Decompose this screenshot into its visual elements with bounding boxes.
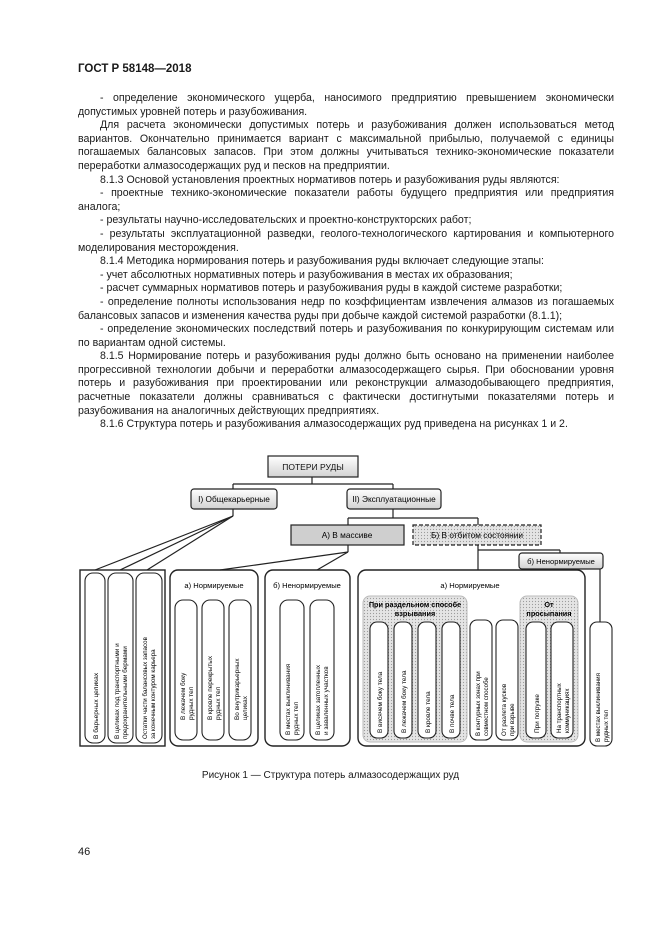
group-massif-norm-title: а) Нормируемые bbox=[184, 581, 243, 590]
subgroup-blast-title-2: взрывания bbox=[395, 609, 435, 618]
leaf-text-1: В кровле перекрытых bbox=[207, 655, 214, 720]
leaf-transport: На транспортных коммуникациях bbox=[550, 621, 574, 739]
paragraph: 8.1.5 Нормирование потерь и разубоживани… bbox=[78, 350, 614, 417]
leaf-flooded-pillars: В целиках затопленных и заваленных участ… bbox=[309, 599, 335, 741]
paragraph: - проектные технико-экономические показа… bbox=[78, 187, 614, 213]
node-broken-nonnorm-label: б) Ненормируемые bbox=[527, 557, 595, 566]
leaf-body-floor: В почве тела bbox=[441, 621, 461, 739]
leaf-text-2: рудных тел bbox=[293, 702, 300, 735]
leaf-barrier-pillars: В барьерных целиках bbox=[84, 572, 106, 744]
group-broken-norm: а) Нормируемые bbox=[357, 569, 586, 747]
leaf-text-1: Остатки части балансовых запасов bbox=[142, 636, 149, 739]
leaf-text: В висячем боку тела bbox=[376, 671, 384, 733]
leaf-text-2: при взрыве bbox=[509, 703, 516, 736]
leaves: В барьерных целиках В целиках под трансп… bbox=[84, 572, 613, 747]
leaf-foot-wall: В лежачем боку тела bbox=[393, 621, 413, 739]
leaf-reserves-remainder: Остатки части балансовых запасов за коне… bbox=[135, 572, 163, 744]
leaf-pinching-out: В местах выклинивания рудных тел bbox=[279, 599, 305, 741]
subgroup-blast-title-1: При раздельном способе bbox=[369, 600, 461, 609]
node-general: I) Общекарьерные bbox=[190, 488, 278, 510]
leaf-roof-overlapped: В кровле перекрытых рудных тел bbox=[201, 599, 225, 741]
paragraph: Для расчета экономически допустимых поте… bbox=[78, 119, 614, 172]
leaf-text-1: Во внутрикарьерных bbox=[234, 658, 241, 720]
leaf-footwall: В лежачем боку рудных тел bbox=[174, 599, 198, 741]
paragraph: 8.1.3 Основой установления проектных нор… bbox=[100, 173, 560, 186]
connector-lines bbox=[94, 477, 601, 625]
leaf-text-1: От разлета кусков bbox=[501, 683, 508, 736]
figure-caption: Рисунок 1 — Структура потерь алмазосодер… bbox=[201, 770, 460, 781]
root-label: ПОТЕРИ РУДЫ bbox=[282, 462, 344, 472]
paragraph: - результаты эксплуатационной разведки, … bbox=[78, 227, 614, 254]
leaf-text-1: В местах выклинивания bbox=[595, 673, 602, 742]
leaf-inner-pillars: Во внутрикарьерных целиках bbox=[228, 599, 252, 741]
leaf-text: При погрузке bbox=[534, 694, 541, 733]
leaf-berm-pillars: В целиках под транспортными и предохрани… bbox=[107, 572, 134, 744]
node-massif-label: А) В массиве bbox=[322, 530, 373, 540]
leaf-text-2: совместном способе bbox=[483, 677, 490, 736]
leaf-loading: При погрузке bbox=[525, 621, 547, 739]
group-massif-nonnorm: б) Ненормируемые bbox=[264, 569, 351, 747]
group-massif-norm: а) Нормируемые bbox=[169, 569, 259, 747]
group-general bbox=[79, 569, 166, 747]
subgroup-spill-title-2: просыпания bbox=[526, 609, 571, 618]
leaf-text-1: В целиках затопленных bbox=[315, 664, 322, 735]
subgroup-separate-blasting: При раздельном способе взрывания bbox=[362, 595, 468, 743]
paragraph: - определение экономического ущерба, нан… bbox=[78, 92, 614, 118]
leaf-text-2: предохранительными бермами bbox=[121, 646, 129, 739]
leaf-fly-rock: От разлета кусков при взрыве bbox=[495, 619, 519, 741]
leaf-text-2: рудных тел bbox=[188, 687, 195, 720]
leaf-text: В лежачем боку тела bbox=[400, 670, 408, 733]
paragraph: - учет абсолютных нормативных потерь и р… bbox=[100, 268, 513, 281]
document-header: ГОСТ Р 58148—2018 bbox=[78, 63, 192, 75]
leaf-body-roof: В кровле тела bbox=[417, 621, 437, 739]
group-massif-nonnorm-title: б) Ненормируемые bbox=[273, 581, 341, 590]
node-general-label: I) Общекарьерные bbox=[198, 494, 270, 504]
leaf-text-2: рудных тел bbox=[215, 687, 222, 720]
paragraph: 8.1.4 Методика нормирования потерь и раз… bbox=[100, 255, 544, 268]
leaf-text-1: В контурных зонах при bbox=[475, 671, 482, 736]
leaf-text: В барьерных целиках bbox=[92, 672, 100, 739]
node-broken-nonnorm: б) Ненормируемые bbox=[518, 552, 604, 570]
node-exploitation-label: II) Эксплуатационные bbox=[352, 494, 436, 504]
paragraph: - определение полноты использования недр… bbox=[78, 295, 614, 322]
leaf-text: В почве тела bbox=[449, 694, 456, 733]
leaf-broken-pinching: В местах выклинивания рудных тел bbox=[589, 621, 613, 747]
leaf-text-2: и заваленных участков bbox=[323, 666, 330, 735]
leaf-text-2: коммуникациях bbox=[564, 688, 571, 733]
leaf-text: В кровле тела bbox=[425, 691, 432, 733]
leaf-text-1: В целиках под транспортными и bbox=[114, 643, 121, 739]
leaf-text-1: В местах выклинивания bbox=[285, 663, 292, 735]
leaf-text-2: рудных тел bbox=[603, 709, 610, 742]
node-exploitation: II) Эксплуатационные bbox=[346, 488, 442, 510]
paragraph: 8.1.6 Структура потерь и разубоживания а… bbox=[100, 418, 568, 431]
leaf-text-1: На транспортных bbox=[556, 682, 563, 733]
group-broken-norm-title: а) Нормируемые bbox=[440, 581, 499, 590]
subgroup-spill-title-1: От bbox=[544, 600, 554, 609]
leaf-text-1: В лежачем боку bbox=[179, 672, 187, 720]
node-massif: А) В массиве bbox=[290, 524, 405, 546]
leaf-hanging-wall: В висячем боку тела bbox=[369, 621, 389, 739]
node-broken-label: Б) В отбитом состоянии bbox=[431, 530, 523, 540]
paragraph: - результаты научно-исследовательских и … bbox=[100, 214, 472, 227]
paragraph: - расчет суммарных нормативов потерь и р… bbox=[100, 282, 563, 295]
leaf-contour-zones: В контурных зонах при совместном способе bbox=[469, 619, 493, 741]
node-broken: Б) В отбитом состоянии bbox=[412, 524, 542, 546]
leaf-text-2: за конечным контуром карьера bbox=[150, 649, 157, 739]
body-text: - определение экономического ущерба, нан… bbox=[78, 92, 614, 432]
root-node: ПОТЕРИ РУДЫ bbox=[267, 455, 359, 478]
leaf-text-2: целиках bbox=[242, 695, 249, 720]
page-number: 46 bbox=[78, 846, 91, 858]
paragraph: - определение экономических последствий … bbox=[78, 323, 614, 349]
subgroup-spill: От просыпания bbox=[519, 595, 579, 743]
